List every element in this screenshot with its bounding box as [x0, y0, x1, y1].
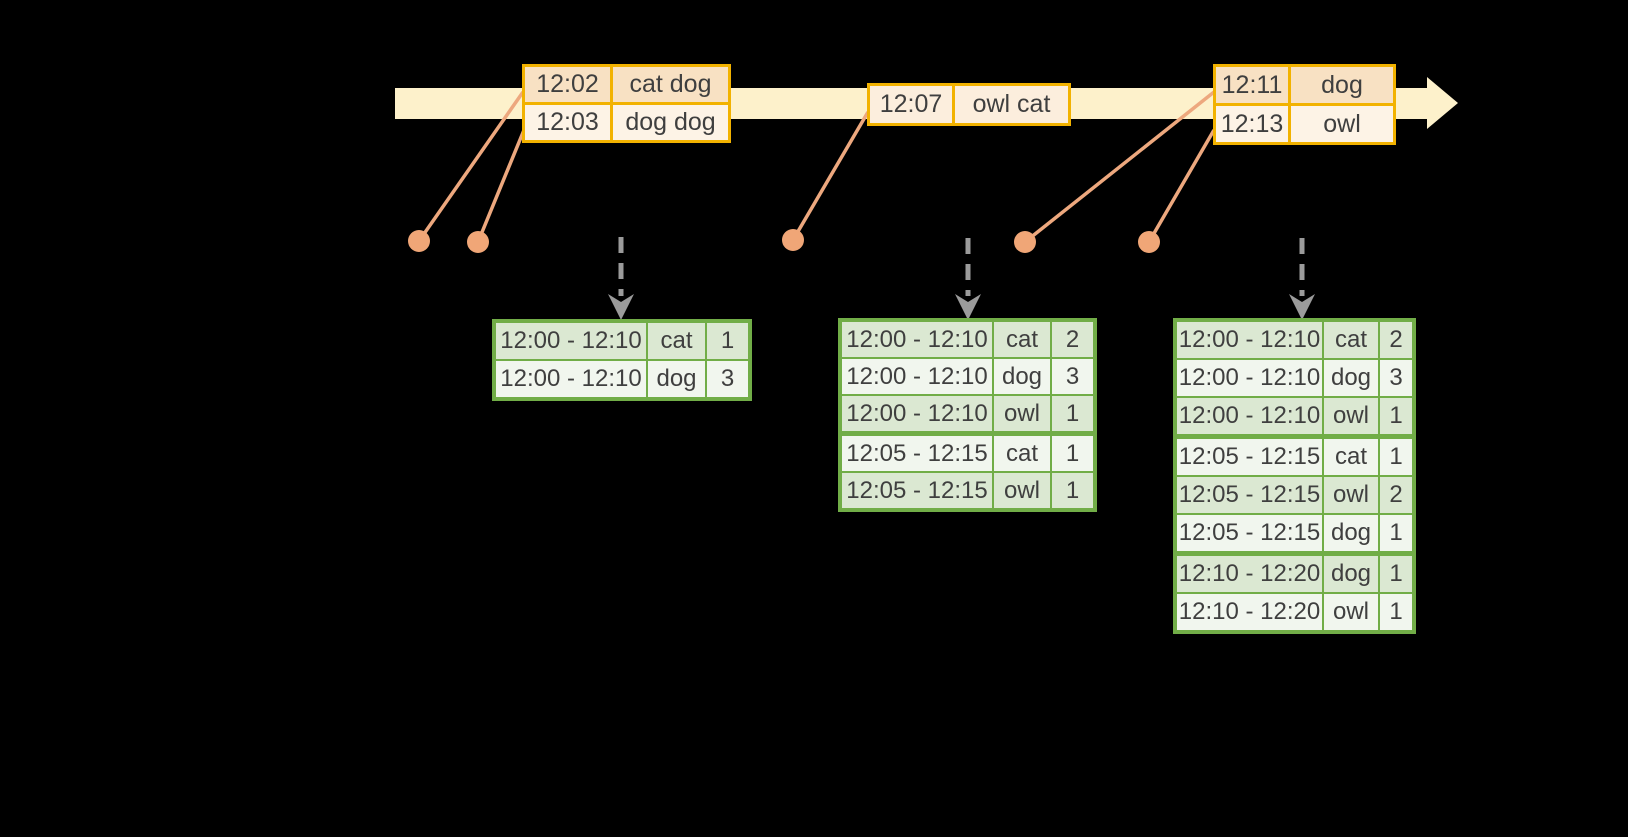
- event-time-cell: 12:13: [1216, 106, 1291, 142]
- count-cell: 3: [1380, 360, 1412, 396]
- word-cell: dog: [1324, 556, 1380, 592]
- word-cell: cat: [648, 323, 707, 359]
- word-cell: dog: [1324, 515, 1380, 551]
- count-cell: 3: [1052, 359, 1093, 394]
- word-cell: dog: [1324, 360, 1380, 396]
- word-cell: cat: [994, 436, 1052, 471]
- window-cell: 12:05 - 12:15: [1177, 477, 1324, 513]
- window-cell: 12:05 - 12:15: [1177, 515, 1324, 551]
- event-connector-line: [1147, 129, 1216, 243]
- event-words-cell: dog: [1291, 67, 1393, 103]
- count-cell: 2: [1380, 322, 1412, 358]
- window-cell: 12:00 - 12:10: [496, 323, 648, 359]
- event-dot: [467, 231, 489, 253]
- event-words-cell: dog dog: [613, 105, 728, 140]
- word-cell: owl: [994, 396, 1052, 431]
- event-time-cell: 12:03: [525, 105, 613, 140]
- event-dot: [1014, 231, 1036, 253]
- window-cell: 12:00 - 12:10: [842, 359, 994, 394]
- event-time-cell: 12:02: [525, 67, 613, 102]
- count-cell: 1: [1052, 473, 1093, 508]
- count-cell: 2: [1052, 322, 1093, 357]
- count-cell: 1: [1380, 515, 1412, 551]
- event-time-cell: 12:07: [870, 86, 955, 123]
- count-cell: 1: [1052, 436, 1093, 471]
- event-words-cell: owl: [1291, 106, 1393, 142]
- window-cell: 12:00 - 12:10: [842, 322, 994, 357]
- arrow-right-icon: [1427, 77, 1458, 129]
- window-cell: 12:05 - 12:15: [842, 473, 994, 508]
- event-connector-line: [791, 111, 870, 241]
- word-cell: owl: [1324, 477, 1380, 513]
- word-cell: owl: [1324, 398, 1380, 434]
- trigger-arrowhead-icon: [608, 294, 634, 320]
- event-time-cell: 12:11: [1216, 67, 1291, 103]
- window-cell: 12:00 - 12:10: [1177, 398, 1324, 434]
- window-cell: 12:05 - 12:15: [1177, 439, 1324, 475]
- window-cell: 12:10 - 12:20: [1177, 556, 1324, 592]
- count-cell: 2: [1380, 477, 1412, 513]
- word-cell: cat: [994, 322, 1052, 357]
- window-cell: 12:00 - 12:10: [496, 361, 648, 397]
- event-words-cell: owl cat: [955, 86, 1068, 123]
- word-cell: cat: [1324, 439, 1380, 475]
- trigger-arrowhead-icon: [955, 294, 981, 320]
- word-cell: owl: [994, 473, 1052, 508]
- count-cell: 1: [1052, 396, 1093, 431]
- count-cell: 1: [1380, 398, 1412, 434]
- count-cell: 1: [1380, 556, 1412, 592]
- event-connector-line: [476, 129, 526, 243]
- count-cell: 1: [1380, 594, 1412, 630]
- event-dot: [408, 230, 430, 252]
- window-cell: 12:05 - 12:15: [842, 436, 994, 471]
- event-words-cell: cat dog: [613, 67, 728, 102]
- window-cell: 12:00 - 12:10: [842, 396, 994, 431]
- word-cell: cat: [1324, 322, 1380, 358]
- word-cell: dog: [648, 361, 707, 397]
- window-cell: 12:00 - 12:10: [1177, 322, 1324, 358]
- event-dot: [782, 229, 804, 251]
- window-cell: 12:00 - 12:10: [1177, 360, 1324, 396]
- window-cell: 12:10 - 12:20: [1177, 594, 1324, 630]
- trigger-arrowhead-icon: [1289, 294, 1315, 320]
- count-cell: 1: [1380, 439, 1412, 475]
- word-cell: owl: [1324, 594, 1380, 630]
- count-cell: 1: [707, 323, 748, 359]
- event-dot: [1138, 231, 1160, 253]
- count-cell: 3: [707, 361, 748, 397]
- word-cell: dog: [994, 359, 1052, 394]
